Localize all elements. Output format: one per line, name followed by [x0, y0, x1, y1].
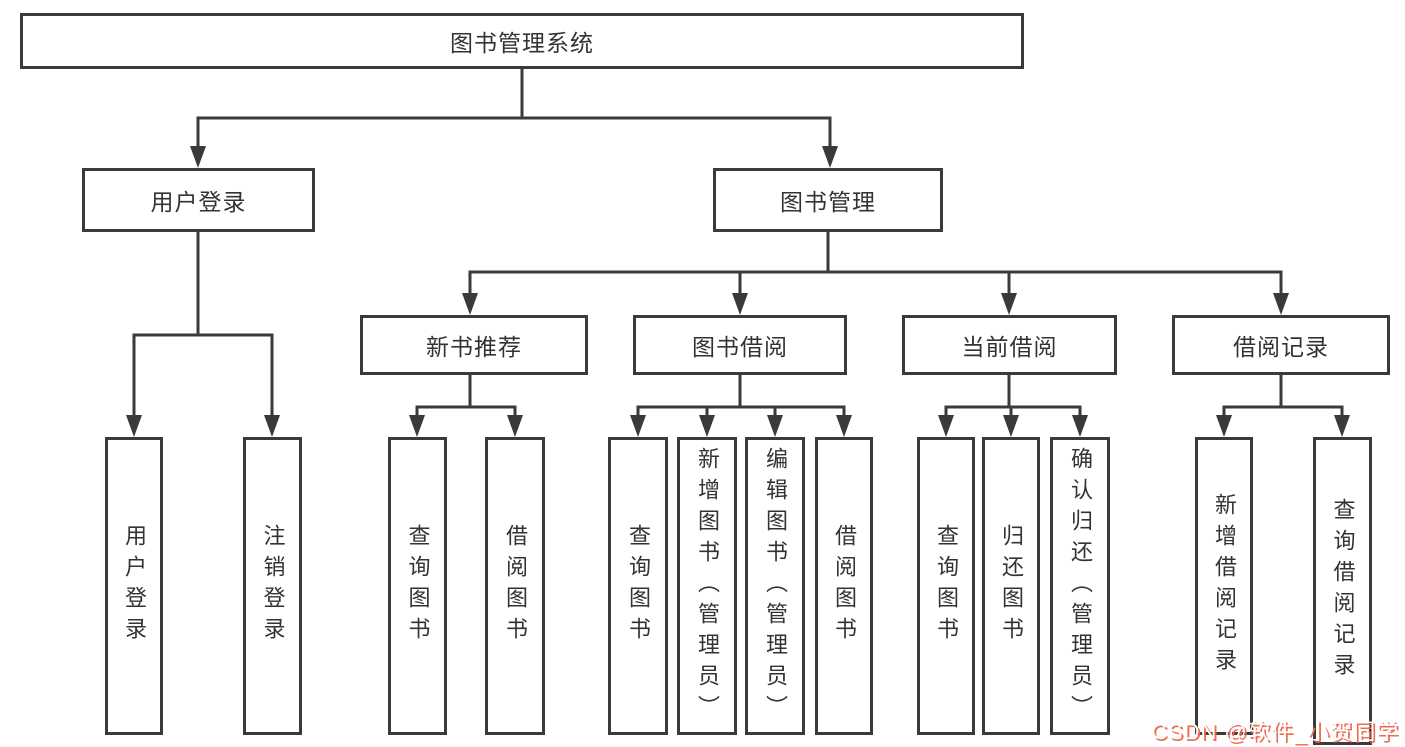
leaf-query-books-borrowing: 查询图书 — [608, 437, 668, 735]
node-root-system: 图书管理系统 — [20, 13, 1024, 69]
node-user-login: 用户登录 — [82, 168, 315, 232]
node-new-book-recommend: 新书推荐 — [360, 315, 588, 375]
leaf-query-books-recommend: 查询图书 — [388, 437, 447, 735]
leaf-borrow-books: 借阅图书 — [815, 437, 873, 735]
node-book-management: 图书管理 — [713, 168, 943, 232]
leaf-user-login: 用户登录 — [105, 437, 163, 735]
csdn-watermark: CSDN @软件_小贺同学 — [1150, 719, 1399, 744]
leaf-query-borrow-record: 查询借阅记录 — [1313, 437, 1372, 745]
leaf-query-books-current: 查询图书 — [917, 437, 975, 735]
node-borrow-records: 借阅记录 — [1172, 315, 1390, 375]
node-book-borrowing: 图书借阅 — [633, 315, 847, 375]
node-current-borrowing: 当前借阅 — [902, 315, 1117, 375]
leaf-borrow-books-recommend: 借阅图书 — [485, 437, 545, 735]
leaf-add-books-admin: 新增图书（管理员） — [677, 437, 737, 735]
leaf-return-books: 归还图书 — [982, 437, 1040, 735]
arrowheads — [126, 146, 1350, 437]
leaf-edit-books-admin: 编辑图书（管理员） — [745, 437, 805, 735]
leaf-confirm-return-admin: 确认归还（管理员） — [1050, 437, 1110, 735]
leaf-add-borrow-record: 新增借阅记录 — [1195, 437, 1253, 735]
leaf-logout: 注销登录 — [243, 437, 302, 735]
